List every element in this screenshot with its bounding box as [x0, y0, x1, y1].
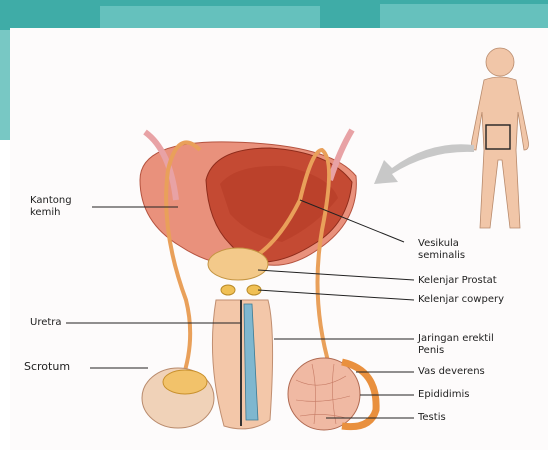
label-jaringan-erektil: Jaringan erektil Penis — [418, 333, 494, 357]
prostate-shape — [208, 248, 268, 280]
label-vas-deverens-text: Vas deverens — [418, 366, 485, 377]
label-uretra-text: Uretra — [30, 317, 62, 328]
label-kantong-kemih: Kantong kemih — [30, 195, 72, 219]
label-epididimis-text: Epididimis — [418, 389, 469, 400]
epididymis-left — [163, 370, 207, 394]
label-kantong-kemih-text: Kantong kemih — [30, 195, 72, 218]
label-kelenjar-prostat: Kelenjar Prostat — [418, 275, 497, 287]
label-scrotum: Scrotum — [24, 361, 70, 373]
label-testis: Testis — [418, 412, 446, 424]
label-testis-text: Testis — [418, 412, 446, 423]
human-silhouette-icon — [472, 48, 529, 228]
label-vas-deverens: Vas deverens — [418, 366, 485, 378]
label-vesikula-seminalis: Vesikula seminalis — [418, 238, 465, 262]
label-kelenjar-prostat-text: Kelenjar Prostat — [418, 275, 497, 286]
cowper-gland-left — [221, 285, 235, 295]
label-kelenjar-cowpery: Kelenjar cowpery — [418, 294, 504, 306]
penis-shape — [212, 300, 272, 429]
label-vesikula-seminalis-text: Vesikula seminalis — [418, 238, 465, 261]
label-jaringan-erektil-text: Jaringan erektil Penis — [418, 333, 494, 356]
label-scrotum-text: Scrotum — [24, 360, 70, 373]
label-uretra: Uretra — [30, 317, 62, 329]
pointer-arrow-icon — [374, 144, 474, 184]
testis-right — [288, 358, 360, 430]
label-epididimis: Epididimis — [418, 389, 469, 401]
label-kelenjar-cowpery-text: Kelenjar cowpery — [418, 294, 504, 305]
